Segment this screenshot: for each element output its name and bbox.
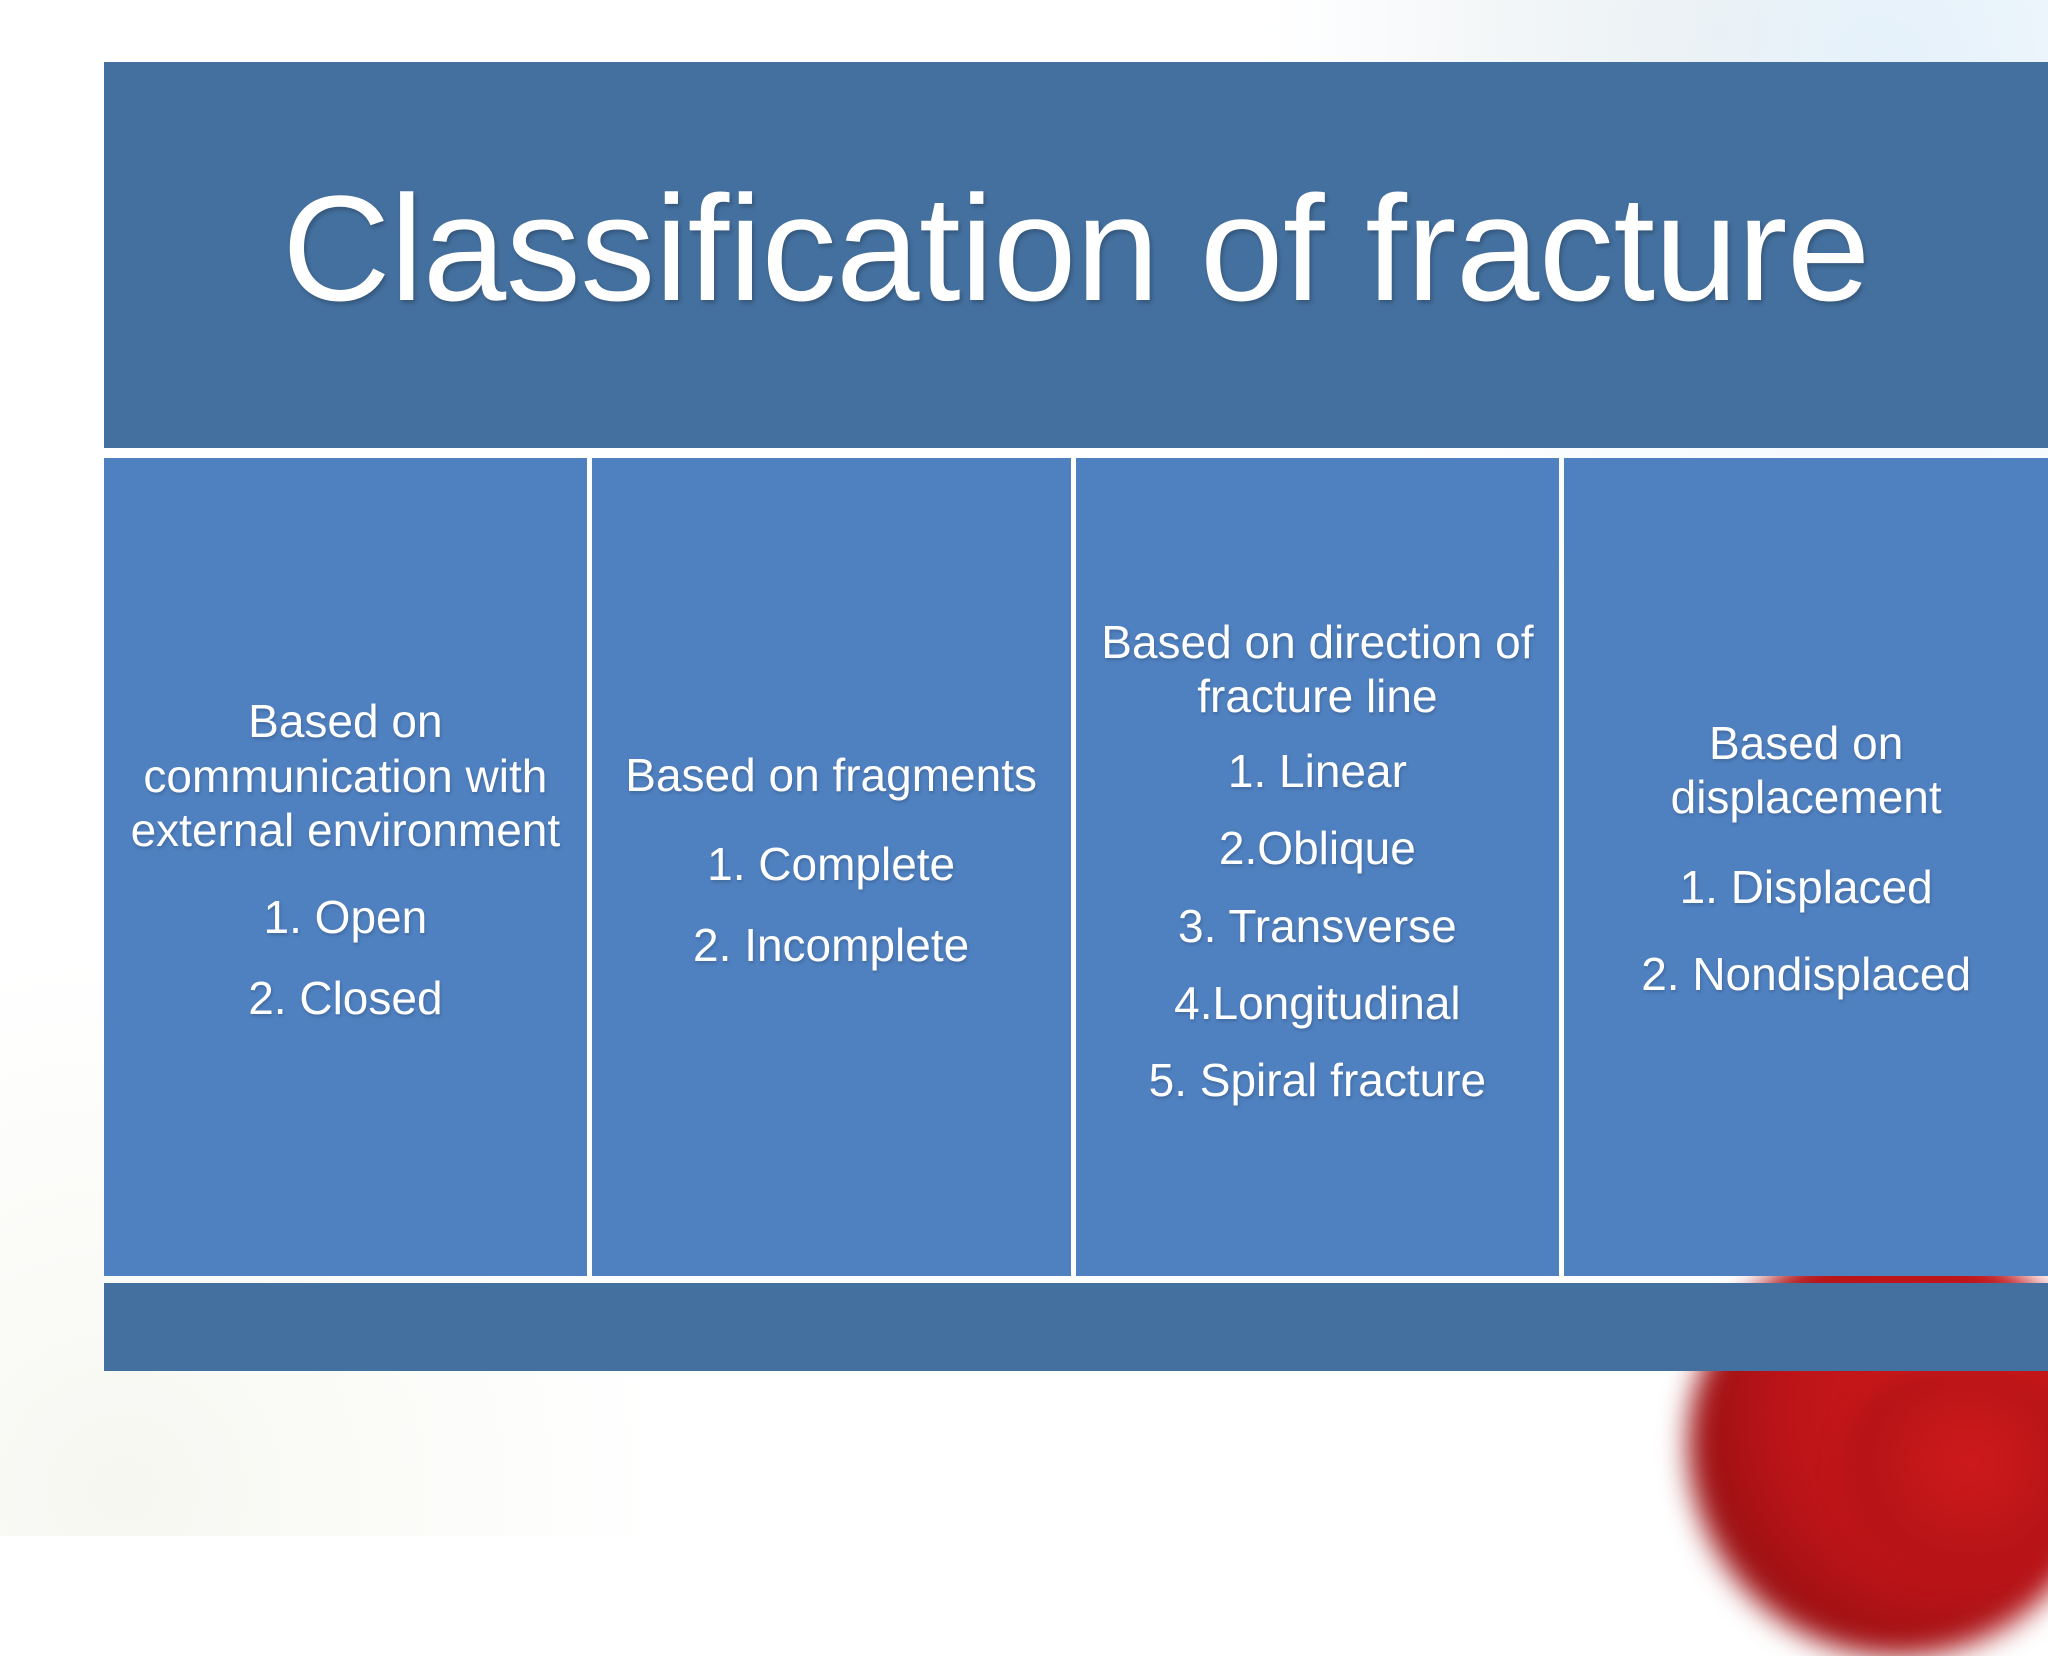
column-communication: Based on communication with external env… — [104, 458, 587, 1276]
list-item: 1. Linear — [1227, 745, 1407, 798]
list-item: 5. Spiral fracture — [1148, 1054, 1487, 1107]
list-item: 2. Incomplete — [693, 919, 970, 972]
slide-bottom-banner — [104, 1283, 2048, 1371]
list-item: 2. Nondisplaced — [1641, 948, 1972, 1001]
list-item: 2.Oblique — [1218, 822, 1416, 875]
list-item: 1. Displaced — [1679, 861, 1933, 914]
column-heading: Based on direction of fracture line — [1101, 615, 1534, 723]
column-heading: Based on displacement — [1670, 716, 1942, 823]
column-heading: Based on communication with external env… — [130, 695, 561, 856]
column-fragments: Based on fragments 1. Complete 2. Incomp… — [591, 458, 1071, 1276]
page-title: Classification of fracture — [282, 164, 1870, 333]
list-item: 1. Complete — [707, 837, 956, 890]
list-item: 4.Longitudinal — [1174, 976, 1461, 1029]
column-direction: Based on direction of fracture line 1. L… — [1075, 458, 1560, 1276]
list-item: 3. Transverse — [1178, 899, 1457, 952]
classification-columns: Based on communication with external env… — [104, 458, 2048, 1276]
slide-title-banner: Classification of fracture — [104, 62, 2048, 448]
column-heading: Based on fragments — [625, 748, 1037, 801]
presentation-slide: Classification of fracture Based on comm… — [104, 62, 2048, 1371]
list-item: 1. Open — [263, 891, 428, 944]
column-displacement: Based on displacement 1. Displaced 2. No… — [1564, 458, 2048, 1276]
list-item: 2. Closed — [248, 972, 443, 1025]
